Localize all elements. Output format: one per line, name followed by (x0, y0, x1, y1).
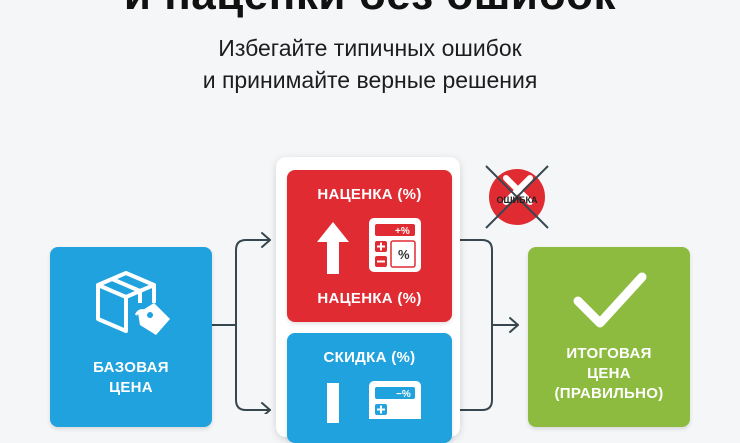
checkmark-icon (573, 272, 647, 328)
flow-connectors (211, 232, 519, 414)
final-price-label-line-1: ИТОГОВАЯ (566, 345, 652, 362)
box-price-tag-icon (96, 271, 170, 335)
subtitle: Избегайте типичных ошибок и принимайте в… (0, 32, 740, 96)
error-badge-label: ОШИБКА (497, 195, 538, 205)
arrow-head-to-markup (261, 232, 271, 248)
final-price-label-line-2: ЦЕНА (587, 365, 631, 382)
connector-markup-to-final (451, 239, 519, 326)
calc-plus-text: +% (395, 226, 410, 237)
base-price-label-line-2: ЦЕНА (109, 379, 153, 396)
final-price-card: ИТОГОВАЯ ЦЕНА (ПРАВИЛЬНО) (528, 247, 690, 427)
connector-base-to-discount (235, 324, 271, 411)
discount-card: СКИДКА (%) −% (287, 333, 452, 443)
markup-label-bottom: НАЦЕНКА (%) (317, 290, 422, 307)
connector-discount-to-final (451, 324, 493, 411)
final-price-label-line-3: (ПРАВИЛЬНО) (554, 385, 664, 402)
cross-icon: ОШИБКА (485, 165, 549, 229)
calc-percent-text: % (398, 247, 410, 262)
calculator-icon: +% % (369, 218, 421, 272)
error-badge: ОШИБКА (482, 162, 552, 232)
markup-label-top: НАЦЕНКА (%) (317, 186, 422, 203)
calc-minus-text: −% (396, 389, 411, 400)
markup-card: НАЦЕНКА (%) +% % НАЦЕНКА (%) (287, 170, 452, 322)
base-price-card: БАЗОВАЯ ЦЕНА (50, 247, 212, 427)
connector-base-to-markup (235, 239, 271, 326)
base-price-label-line-1: БАЗОВАЯ (93, 359, 169, 376)
subtitle-line-2: и принимайте верные решения (202, 67, 538, 93)
page-title: и наценки без ошибок (0, 0, 740, 20)
arrow-head-to-discount (261, 402, 271, 414)
subtitle-line-1: Избегайте типичных ошибок (218, 35, 522, 61)
arrow-up-icon (317, 222, 349, 274)
discount-label-top: СКИДКА (%) (323, 349, 416, 366)
arrow-head-to-final (509, 317, 519, 333)
arrow-down-icon (327, 383, 339, 423)
calculator-icon-discount: −% (369, 381, 421, 419)
